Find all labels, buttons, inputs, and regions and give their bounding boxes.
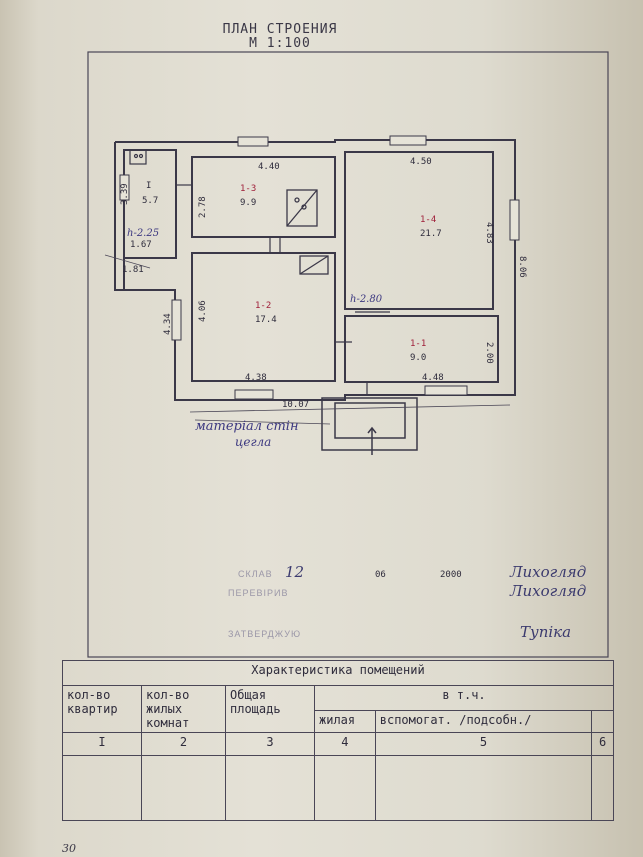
made-month: 06 xyxy=(375,570,386,580)
porch xyxy=(321,397,418,455)
table-cell xyxy=(374,755,593,821)
fixture-symbol xyxy=(129,149,147,165)
table-cell xyxy=(225,755,315,821)
dim-1-81: 1.81 xyxy=(122,265,144,275)
dim-4-48: 4.48 xyxy=(422,373,444,383)
table-num: 5 xyxy=(374,732,593,756)
col-living-rooms: кол-во жилых комнат xyxy=(141,685,226,733)
dim-4-83: 4.83 xyxy=(484,222,494,244)
dim-4-06: 4.06 xyxy=(198,300,208,322)
made-year: 2000 xyxy=(440,570,462,580)
room-id-1-3: 1-3 xyxy=(240,184,256,194)
plan-title: ПЛАН СТРОЕНИЯ xyxy=(222,22,338,37)
table-title: Характеристика помещений xyxy=(62,660,614,686)
dim-4-50: 4.50 xyxy=(410,157,432,167)
made-day: 12 xyxy=(285,563,304,581)
dim-4-34: 4.34 xyxy=(163,313,173,335)
room-id-I: I xyxy=(146,181,151,191)
col-total-area: Общая площадь xyxy=(225,685,315,733)
plan-scale: М 1:100 xyxy=(249,36,311,51)
made-signature: Лихогляд xyxy=(509,563,586,581)
room-id-1-2: 1-2 xyxy=(255,301,271,311)
room-area-1-1: 9.0 xyxy=(410,353,426,363)
room-area-1-4: 21.7 xyxy=(420,229,442,239)
col-apartments: кол-во квартир xyxy=(62,685,142,733)
stair-symbol xyxy=(286,189,318,227)
height-mark-1: h-2.25 xyxy=(127,228,159,239)
checked-signature: Лихогляд xyxy=(509,582,586,600)
table-num: 3 xyxy=(225,732,315,756)
dim-2-00: 2.00 xyxy=(484,342,494,364)
room-characteristics-table: Характеристика помещений кол-во квартир … xyxy=(62,660,614,821)
dimension-labels: 3.39 2.78 4.40 4.50 4.83 8.06 1.67 1.81 … xyxy=(120,157,527,410)
dim-8-06: 8.06 xyxy=(517,256,527,278)
walls xyxy=(114,139,516,401)
checked-label: ПЕРЕВІРИВ xyxy=(228,588,288,598)
dim-3-39: 3.39 xyxy=(120,183,130,205)
table-cell xyxy=(62,755,142,821)
room-id-1-4: 1-4 xyxy=(420,215,436,225)
made-label: СКЛАВ xyxy=(238,569,273,579)
room-id-1-1: 1-1 xyxy=(410,339,426,349)
room-area-I: 5.7 xyxy=(142,196,158,206)
col-including: в т.ч. xyxy=(314,685,614,711)
room-area-1-2: 17.4 xyxy=(255,315,277,325)
approved-signature: Тупіка xyxy=(520,623,571,641)
dim-2-78: 2.78 xyxy=(198,196,208,218)
table-cell xyxy=(314,755,376,821)
drawing-frame xyxy=(87,51,609,658)
table-num: I xyxy=(62,732,142,756)
height-mark-2: h-2.80 xyxy=(350,294,383,305)
dim-4-38: 4.38 xyxy=(245,373,267,383)
material-label: матеріал стін xyxy=(195,419,299,434)
table-num: 6 xyxy=(591,732,614,756)
dim-10-07: 10.07 xyxy=(282,400,309,410)
signature-block: СКЛАВ 12 06 2000 Лихогляд ПЕРЕВІРИВ Лихо… xyxy=(228,563,586,641)
doors xyxy=(176,184,390,395)
windows xyxy=(119,135,520,400)
page-corner-number: 30 xyxy=(62,842,76,855)
dimension-lines xyxy=(104,254,511,425)
col-blank xyxy=(591,710,614,733)
col-auxiliary-area: вспомогат. /подсобн./ xyxy=(374,710,593,733)
table-cell xyxy=(591,755,614,821)
table-num: 2 xyxy=(141,732,226,756)
approved-label: ЗАТВЕРДЖУЮ xyxy=(228,629,301,639)
col-living-area: жилая xyxy=(314,710,376,733)
material-value: цегла xyxy=(235,435,271,449)
table-cell xyxy=(141,755,226,821)
dim-4-40: 4.40 xyxy=(258,162,280,172)
dim-1-67: 1.67 xyxy=(130,240,152,250)
stove-symbol xyxy=(299,255,329,275)
table-num: 4 xyxy=(314,732,376,756)
room-labels: I 5.7 1-3 9.9 1-4 21.7 1-2 17.4 1-1 9.0 xyxy=(142,181,442,363)
room-area-1-3: 9.9 xyxy=(240,198,256,208)
